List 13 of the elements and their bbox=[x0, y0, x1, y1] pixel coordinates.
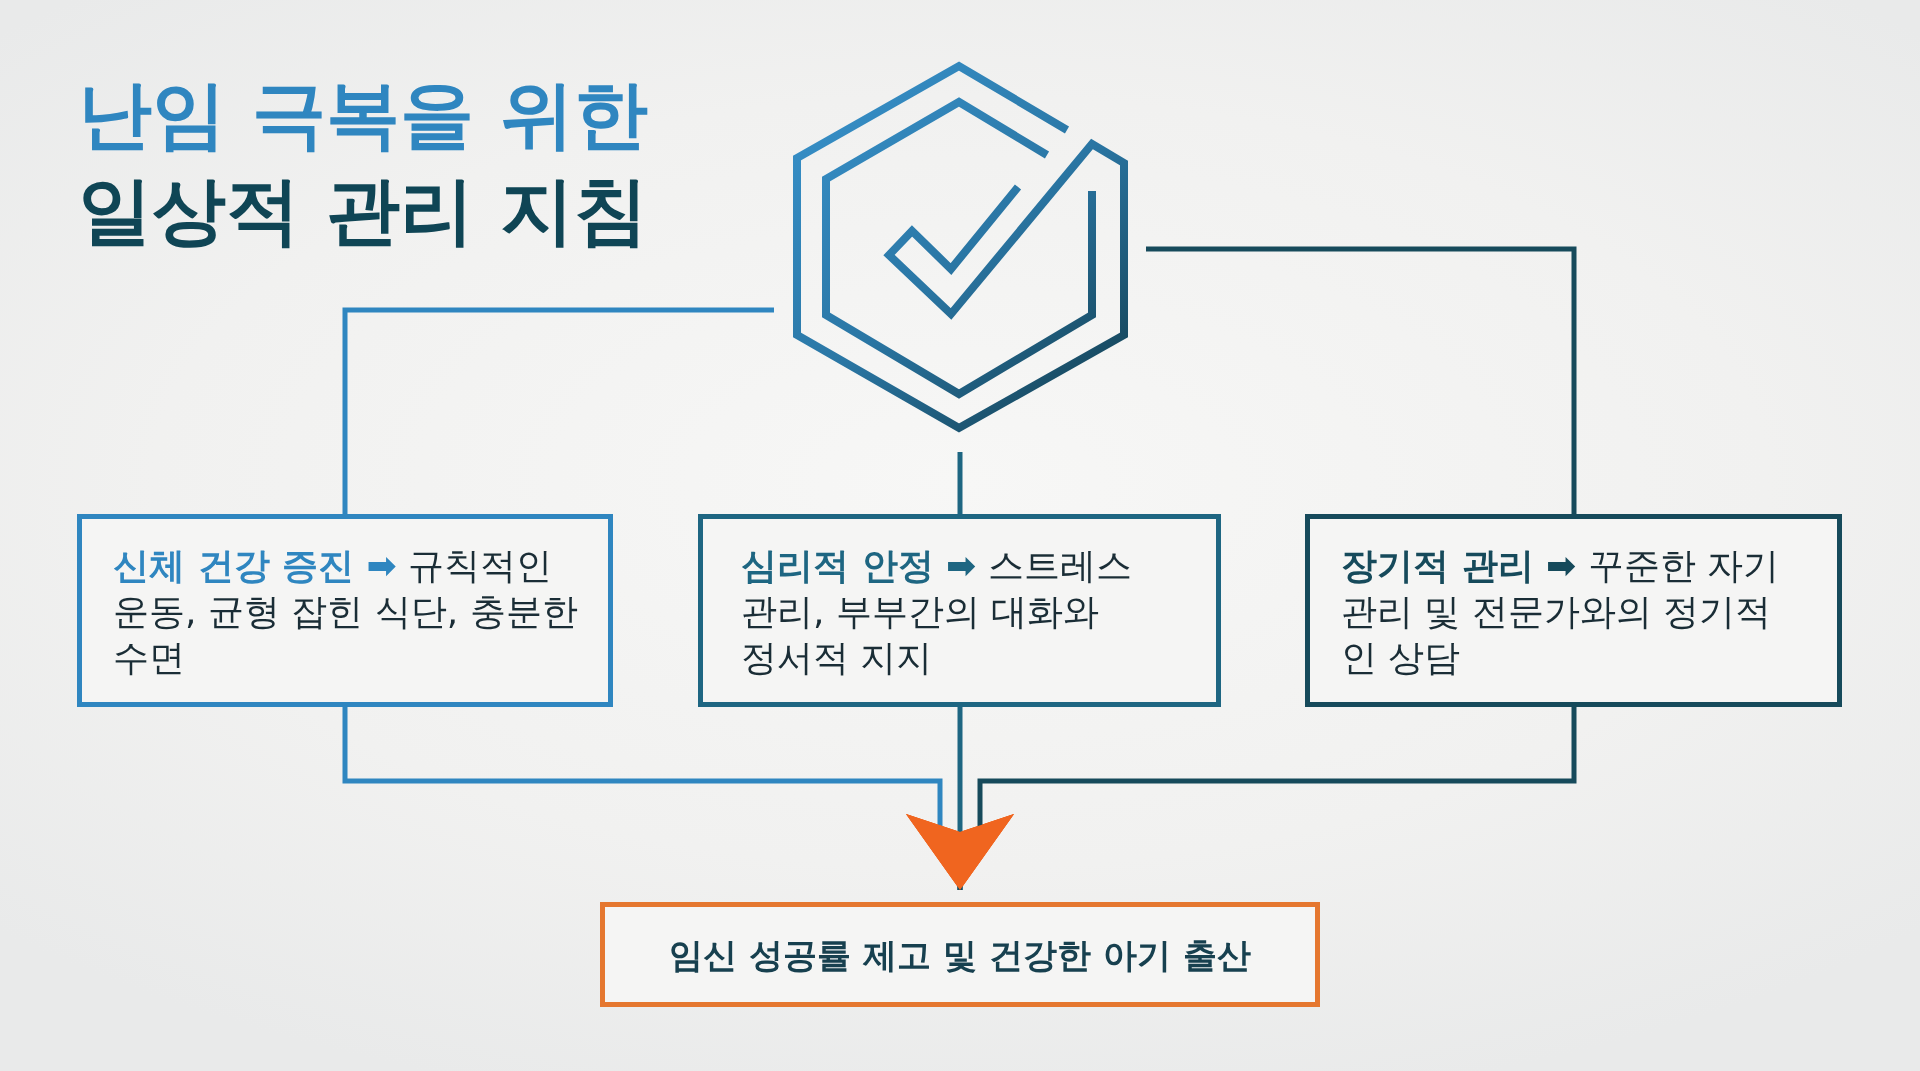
process-box bbox=[698, 514, 1221, 707]
guideline-text: 장기적 관리 ➡ 꾸준한 자기 관리 및 전문가와의 정기적인 상담 bbox=[1341, 544, 1781, 680]
arrow bbox=[906, 707, 1577, 891]
guideline-text: 심리적 안정 ➡ 스트레스 관리, 부부간의 대화와 정서적 지지 bbox=[741, 544, 1133, 680]
connector-line bbox=[342, 307, 774, 514]
result-box bbox=[600, 902, 1320, 1007]
process-box bbox=[1305, 514, 1842, 707]
connector-line bbox=[957, 452, 963, 514]
title: 난임 극복을 위한 일상적 관리 지침 bbox=[78, 70, 649, 255]
connector-line bbox=[1146, 246, 1577, 514]
result-text: 임신 성공률 제고 및 건강한 아기 출산 bbox=[669, 933, 1251, 977]
process-box bbox=[77, 514, 613, 707]
guideline-text: 신체 건강 증진 ➡ 규칙적인 운동, 균형 잡힌 식단, 충분한 수면 bbox=[113, 544, 579, 680]
